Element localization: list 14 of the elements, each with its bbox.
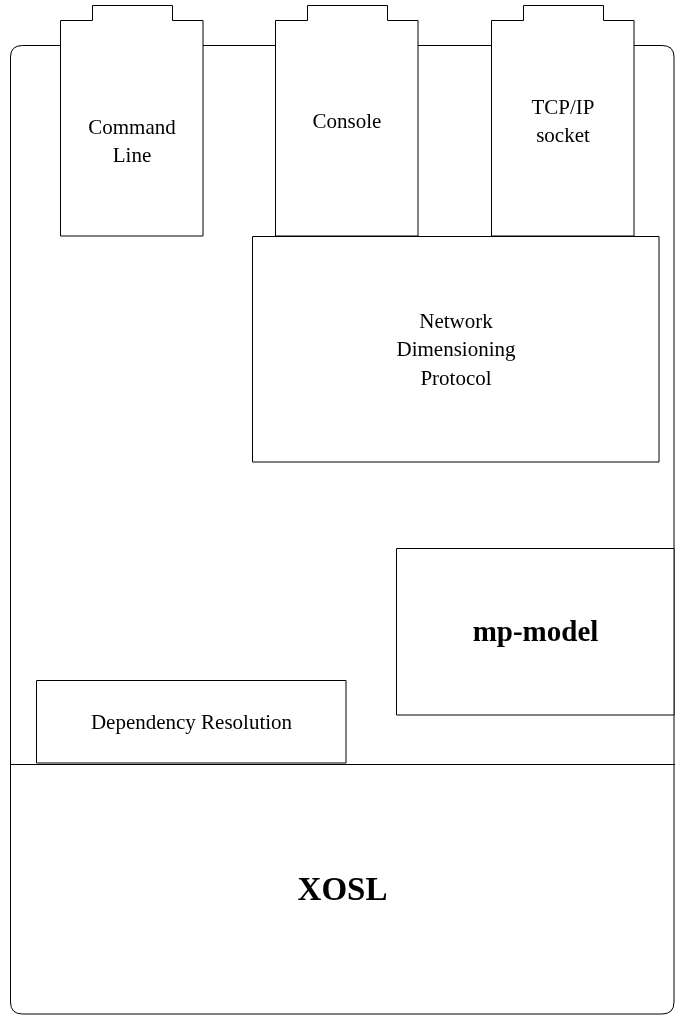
container-frame <box>10 45 675 1015</box>
interface-tab <box>275 5 419 237</box>
resolution-box <box>36 680 347 764</box>
component-label: Dependency Resolution <box>90 708 293 736</box>
component-label: Console <box>312 107 382 135</box>
component-label: TCP/IP socket <box>530 93 596 149</box>
protocol-box <box>252 236 660 463</box>
component-label: XOSL <box>297 870 388 910</box>
interface-tab <box>60 5 204 237</box>
interface-tab <box>491 5 635 237</box>
model-box <box>396 548 675 716</box>
component-label: Network Dimensioning Protocol <box>395 308 517 392</box>
component-label: Command Line <box>87 113 177 169</box>
component-label: mp-model <box>472 614 599 650</box>
